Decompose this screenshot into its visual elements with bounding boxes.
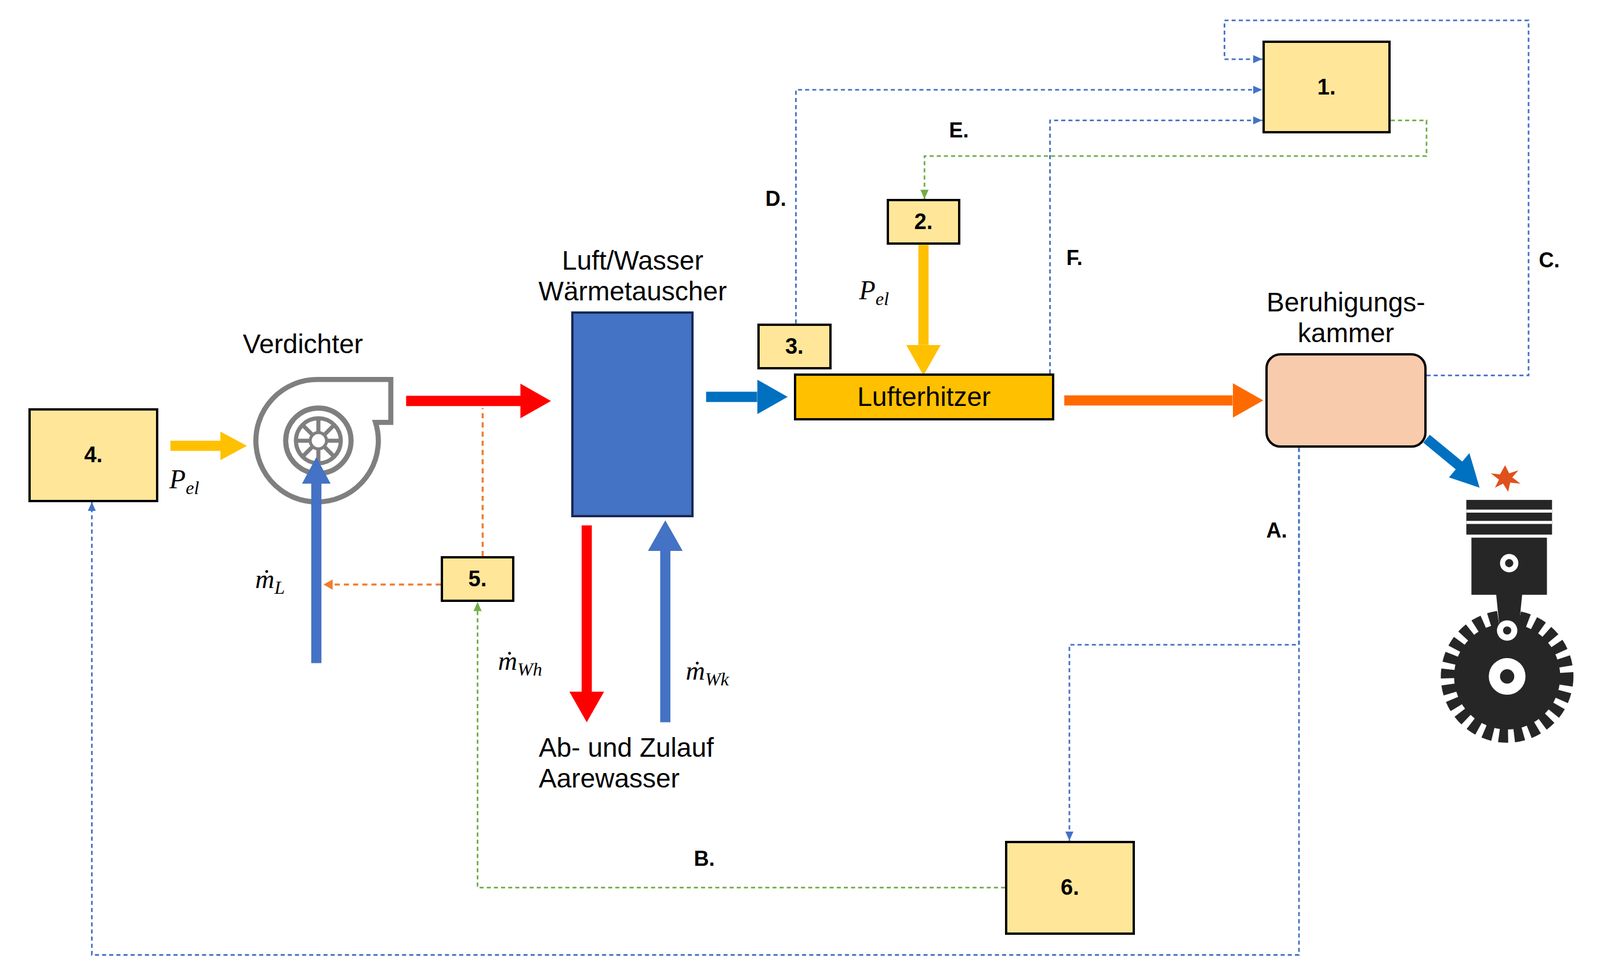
callout-number: 2. [914, 209, 934, 235]
signal-line [91, 447, 1300, 955]
symbol-subscript: el [185, 476, 199, 498]
flow-arrow [1064, 395, 1233, 406]
connector-label: A. [1266, 518, 1288, 543]
air-inlet-arrow [302, 456, 331, 663]
control-box: 3. [757, 323, 832, 370]
symbol-subscript: L [274, 577, 285, 598]
signal-symbol: ṁL [255, 564, 285, 595]
connector-label: B. [694, 846, 716, 871]
signal-symbol: Pel [169, 464, 199, 496]
engine-symbol [1448, 465, 1567, 736]
control-box: 5. [440, 556, 515, 602]
component-heading: Luft/Wasser Wärmetauscher [510, 245, 755, 307]
connector-label: C. [1538, 248, 1560, 272]
connector-label: F. [1066, 245, 1083, 270]
symbol-subscript: Wh [517, 658, 543, 680]
control-box: 4. [28, 408, 158, 503]
component-label: Lufterhitzer [857, 381, 991, 413]
flow-arrow [918, 244, 930, 345]
signal-symbol: ṁWk [685, 655, 729, 687]
heat-exchanger-box: Luft/Wasser Wärmetauscher [571, 311, 694, 518]
signal-line [1069, 447, 1300, 841]
callout-number: 6. [1060, 875, 1080, 901]
connector-label: E. [948, 118, 969, 143]
symbol-base: ṁ [498, 646, 518, 676]
callout-number: 3. [785, 334, 804, 360]
signal-line [1224, 20, 1529, 376]
compressor-symbol [255, 379, 391, 502]
flow-arrow [706, 392, 758, 403]
power-arrow [170, 431, 248, 460]
symbol-base: P [169, 464, 186, 495]
signal-symbol: ṁWh [498, 646, 543, 677]
control-box: 6. [1005, 840, 1135, 935]
symbol-base: ṁ [255, 564, 275, 594]
signal-line [795, 89, 1262, 324]
component-heading: Beruhigungs- kammer [1241, 287, 1451, 349]
air-heater-box: Lufterhitzer [793, 373, 1055, 421]
part-name: Verdichter [242, 328, 364, 360]
symbol-base: ṁ [685, 655, 705, 686]
water-arrows [569, 520, 683, 723]
signal-symbol: Pel [859, 275, 890, 307]
symbol-base: P [859, 275, 876, 306]
signal-line [477, 601, 1006, 888]
control-box: 2. [886, 198, 961, 245]
symbol-subscript: Wk [705, 668, 729, 690]
engine-feed-arrow [1426, 438, 1480, 488]
hot-air-arrow [405, 383, 551, 419]
settling-chamber-box: Beruhigungs- kammer [1265, 353, 1427, 449]
callout-number: 5. [468, 566, 488, 593]
control-box: 1. [1262, 40, 1392, 134]
part-name: Ab- und Zulauf Aarewasser [538, 732, 783, 794]
arrowhead [323, 579, 333, 590]
signal-line [1050, 120, 1263, 374]
callout-number: 1. [1317, 74, 1337, 101]
connector-label: D. [765, 186, 787, 211]
callout-number: 4. [84, 442, 103, 468]
symbol-subscript: el [875, 288, 890, 310]
